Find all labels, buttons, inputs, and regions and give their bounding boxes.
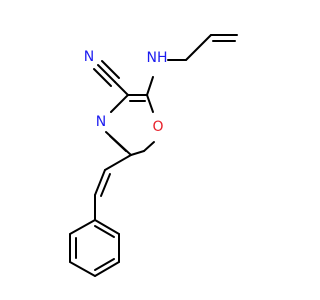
allylamine-chain	[146, 34, 238, 96]
c4-to-nitrile-bond	[114, 81, 129, 96]
nitrile-triple-bond-2	[93, 68, 112, 87]
nitrile-n-label: N	[84, 49, 94, 65]
n3-c4-bond	[110, 94, 129, 113]
benzene-ring	[69, 219, 120, 277]
benzene-bond-3	[69, 261, 96, 277]
benzene-bond-4-inner	[94, 258, 115, 271]
nitrile-triple-bond-1	[97, 64, 116, 83]
o-c2-bond-2	[143, 141, 155, 152]
styryl-group	[94, 154, 132, 221]
vinyl-double-bond-1	[94, 169, 106, 196]
benzene-bond-6-inner	[94, 225, 115, 238]
oxazole-ring	[105, 94, 155, 156]
nitrile-triple-bond-3	[101, 60, 120, 79]
c5-o-bond	[146, 94, 154, 113]
c5-nh-bond	[146, 76, 154, 96]
c2-vinyl-bond	[104, 154, 132, 171]
benzene-bond-4	[94, 261, 120, 277]
nitrile-group	[93, 60, 129, 96]
c2-n3-bond-inner	[109, 135, 127, 152]
benzene-bond-6	[94, 219, 120, 235]
ring-n-label: N	[96, 114, 106, 130]
vinyl-double-bond-2	[100, 173, 111, 197]
ring-o-label: O	[152, 119, 163, 135]
ch2-ch-bond	[185, 34, 212, 61]
o-c2-bond	[130, 150, 145, 156]
benzene-bond-1	[69, 219, 96, 235]
background	[0, 0, 300, 300]
molecule-structure: N NH N O	[0, 0, 300, 300]
amine-nh-label: NH	[147, 50, 168, 66]
